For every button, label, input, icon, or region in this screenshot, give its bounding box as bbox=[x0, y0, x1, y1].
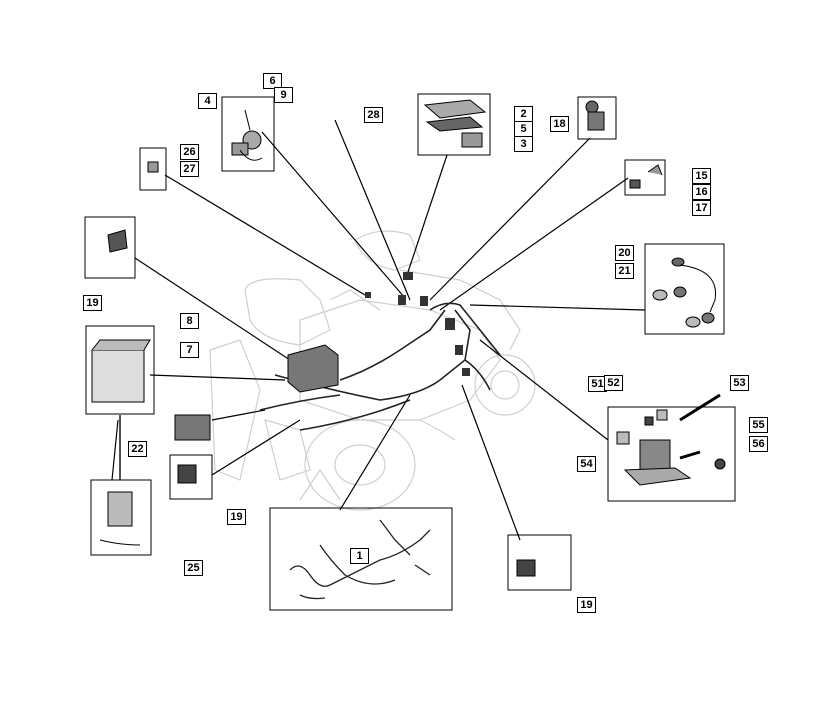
callout-1: 1 bbox=[350, 548, 369, 564]
callout-4: 4 bbox=[198, 93, 217, 109]
callout-20: 20 bbox=[615, 245, 634, 261]
callout-19-bottom: 19 bbox=[577, 597, 596, 613]
callout-2: 2 bbox=[514, 106, 533, 122]
callout-56: 56 bbox=[749, 436, 768, 452]
part-boxes bbox=[84, 93, 736, 611]
callout-15: 15 bbox=[692, 168, 711, 184]
callout-28: 28 bbox=[364, 107, 383, 123]
callout-18: 18 bbox=[550, 116, 569, 132]
wiring-harness bbox=[259, 302, 501, 431]
callout-3: 3 bbox=[514, 136, 533, 152]
callout-51: 51 bbox=[588, 376, 607, 392]
callout-52: 52 bbox=[604, 375, 623, 391]
callout-27: 27 bbox=[180, 161, 199, 177]
callout-53: 53 bbox=[730, 375, 749, 391]
callout-7: 7 bbox=[180, 342, 199, 358]
callout-22: 22 bbox=[128, 441, 147, 457]
callout-16: 16 bbox=[692, 184, 711, 200]
callout-5: 5 bbox=[514, 121, 533, 137]
callout-21: 21 bbox=[615, 263, 634, 279]
callout-26: 26 bbox=[180, 144, 199, 160]
callout-6: 6 bbox=[263, 73, 282, 89]
part-sketches bbox=[91, 99, 726, 577]
callout-54: 54 bbox=[577, 456, 596, 472]
callout-9: 9 bbox=[274, 87, 293, 103]
control-module bbox=[287, 344, 339, 393]
callout-19-mid: 19 bbox=[227, 509, 246, 525]
tractor-outline bbox=[209, 230, 536, 511]
leader-lines bbox=[111, 119, 646, 541]
connector-cluster bbox=[365, 272, 470, 376]
callout-17: 17 bbox=[692, 200, 711, 216]
harness-detail bbox=[289, 519, 431, 600]
callout-8: 8 bbox=[180, 313, 199, 329]
callout-55: 55 bbox=[749, 417, 768, 433]
callout-25: 25 bbox=[184, 560, 203, 576]
callout-19-top: 19 bbox=[83, 295, 102, 311]
